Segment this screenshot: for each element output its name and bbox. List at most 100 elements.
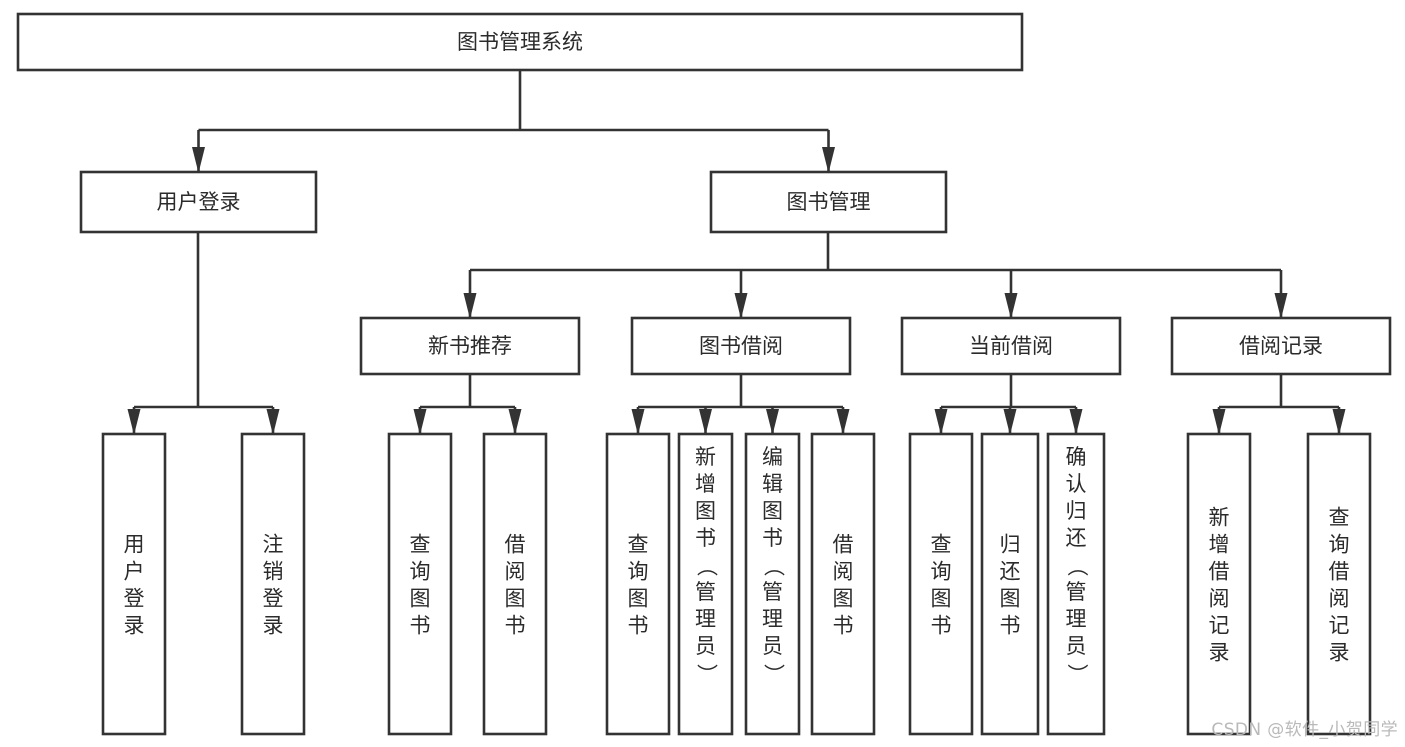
node-label-char: 理 [762, 607, 783, 631]
node-label: 图书管理 [787, 190, 871, 214]
node-box[interactable] [605, 432, 671, 736]
node-label-char: （ [1065, 556, 1089, 577]
node-label-char: ） [1065, 664, 1089, 685]
node-root[interactable]: 图书管理系统 [16, 12, 1024, 72]
node-box[interactable] [980, 432, 1040, 736]
watermark-label: CSDN @软件_小贺同学 [1211, 720, 1398, 740]
node-label-char: 图 [505, 587, 526, 611]
node-box[interactable] [810, 432, 876, 736]
node-label-char: 询 [1329, 533, 1350, 557]
node-label-char: 用 [124, 533, 145, 557]
node-box[interactable] [1046, 432, 1106, 736]
arrow-head-icon [1069, 409, 1083, 435]
node-box[interactable] [1186, 432, 1252, 736]
node-label-char: ） [762, 664, 786, 685]
node-label-char: 录 [1329, 641, 1350, 665]
node-label-char: 图 [762, 499, 783, 523]
arrow-head-icon [1274, 293, 1288, 319]
arrow-head-icon [1004, 293, 1018, 319]
node-label-char: 注 [263, 533, 284, 557]
node-leaf-user-login[interactable]: 用户登录 [101, 432, 167, 736]
node-label-char: 图 [833, 587, 854, 611]
node-box[interactable] [240, 432, 306, 736]
node-current[interactable]: 当前借阅 [900, 316, 1122, 376]
node-label-char: 阅 [1209, 587, 1230, 611]
node-records[interactable]: 借阅记录 [1170, 316, 1392, 376]
node-label-char: 借 [1329, 560, 1350, 584]
node-label: 当前借阅 [969, 334, 1053, 358]
node-label-char: 书 [410, 614, 431, 638]
arrow-head-icon [1332, 409, 1346, 435]
node-label-char: 图 [1000, 587, 1021, 611]
node-layer: 图书管理系统用户登录图书管理新书推荐图书借阅当前借阅借阅记录用户登录注销登录查询… [16, 12, 1392, 736]
node-label-char: 记 [1209, 614, 1230, 638]
node-label-char: 书 [695, 526, 716, 550]
node-label-char: 书 [762, 526, 783, 550]
node-label-char: 员 [695, 634, 716, 658]
connector-group-newbook [413, 374, 522, 435]
node-label-char: 管 [695, 580, 716, 604]
node-box[interactable] [79, 170, 318, 234]
node-label-char: 询 [931, 560, 952, 584]
node-box[interactable] [1306, 432, 1372, 736]
node-label-char: 图 [628, 587, 649, 611]
node-label-char: 理 [1066, 607, 1087, 631]
node-label: 用户登录 [124, 533, 145, 638]
node-box[interactable] [709, 170, 948, 234]
connector-group-borrow [631, 374, 850, 435]
node-box[interactable] [677, 432, 734, 736]
node-label-char: 增 [1209, 533, 1230, 557]
node-box[interactable] [482, 432, 548, 736]
node-label-char: 借 [1209, 560, 1230, 584]
node-label: 新书推荐 [428, 334, 512, 358]
node-label-char: 阅 [505, 560, 526, 584]
node-label-char: 借 [505, 533, 526, 557]
node-box[interactable] [359, 316, 581, 376]
arrow-head-icon [1003, 409, 1017, 435]
node-login[interactable]: 用户登录 [79, 170, 318, 234]
node-box[interactable] [101, 432, 167, 736]
node-box[interactable] [1170, 316, 1392, 376]
node-box[interactable] [16, 12, 1024, 72]
node-label-char: 阅 [833, 560, 854, 584]
node-box[interactable] [908, 432, 974, 736]
node-bookmgmt[interactable]: 图书管理 [709, 170, 948, 234]
node-box[interactable] [630, 316, 852, 376]
node-label-char: （ [762, 556, 786, 577]
arrow-head-icon [934, 409, 948, 435]
node-newbook[interactable]: 新书推荐 [359, 316, 581, 376]
node-label-char: 书 [505, 614, 526, 638]
arrow-head-icon [822, 147, 835, 173]
node-label-char: 还 [1066, 526, 1087, 550]
node-label-char: 登 [124, 587, 145, 611]
arrow-head-icon [508, 409, 522, 435]
node-label-char: 户 [124, 560, 145, 584]
node-label-char: 归 [1066, 499, 1087, 523]
node-box[interactable] [900, 316, 1122, 376]
node-box[interactable] [744, 432, 801, 736]
arrow-head-icon [192, 147, 205, 173]
node-label-char: （ [695, 556, 719, 577]
node-borrow[interactable]: 图书借阅 [630, 316, 852, 376]
node-box[interactable] [387, 432, 453, 736]
node-label-char: 查 [931, 533, 952, 557]
